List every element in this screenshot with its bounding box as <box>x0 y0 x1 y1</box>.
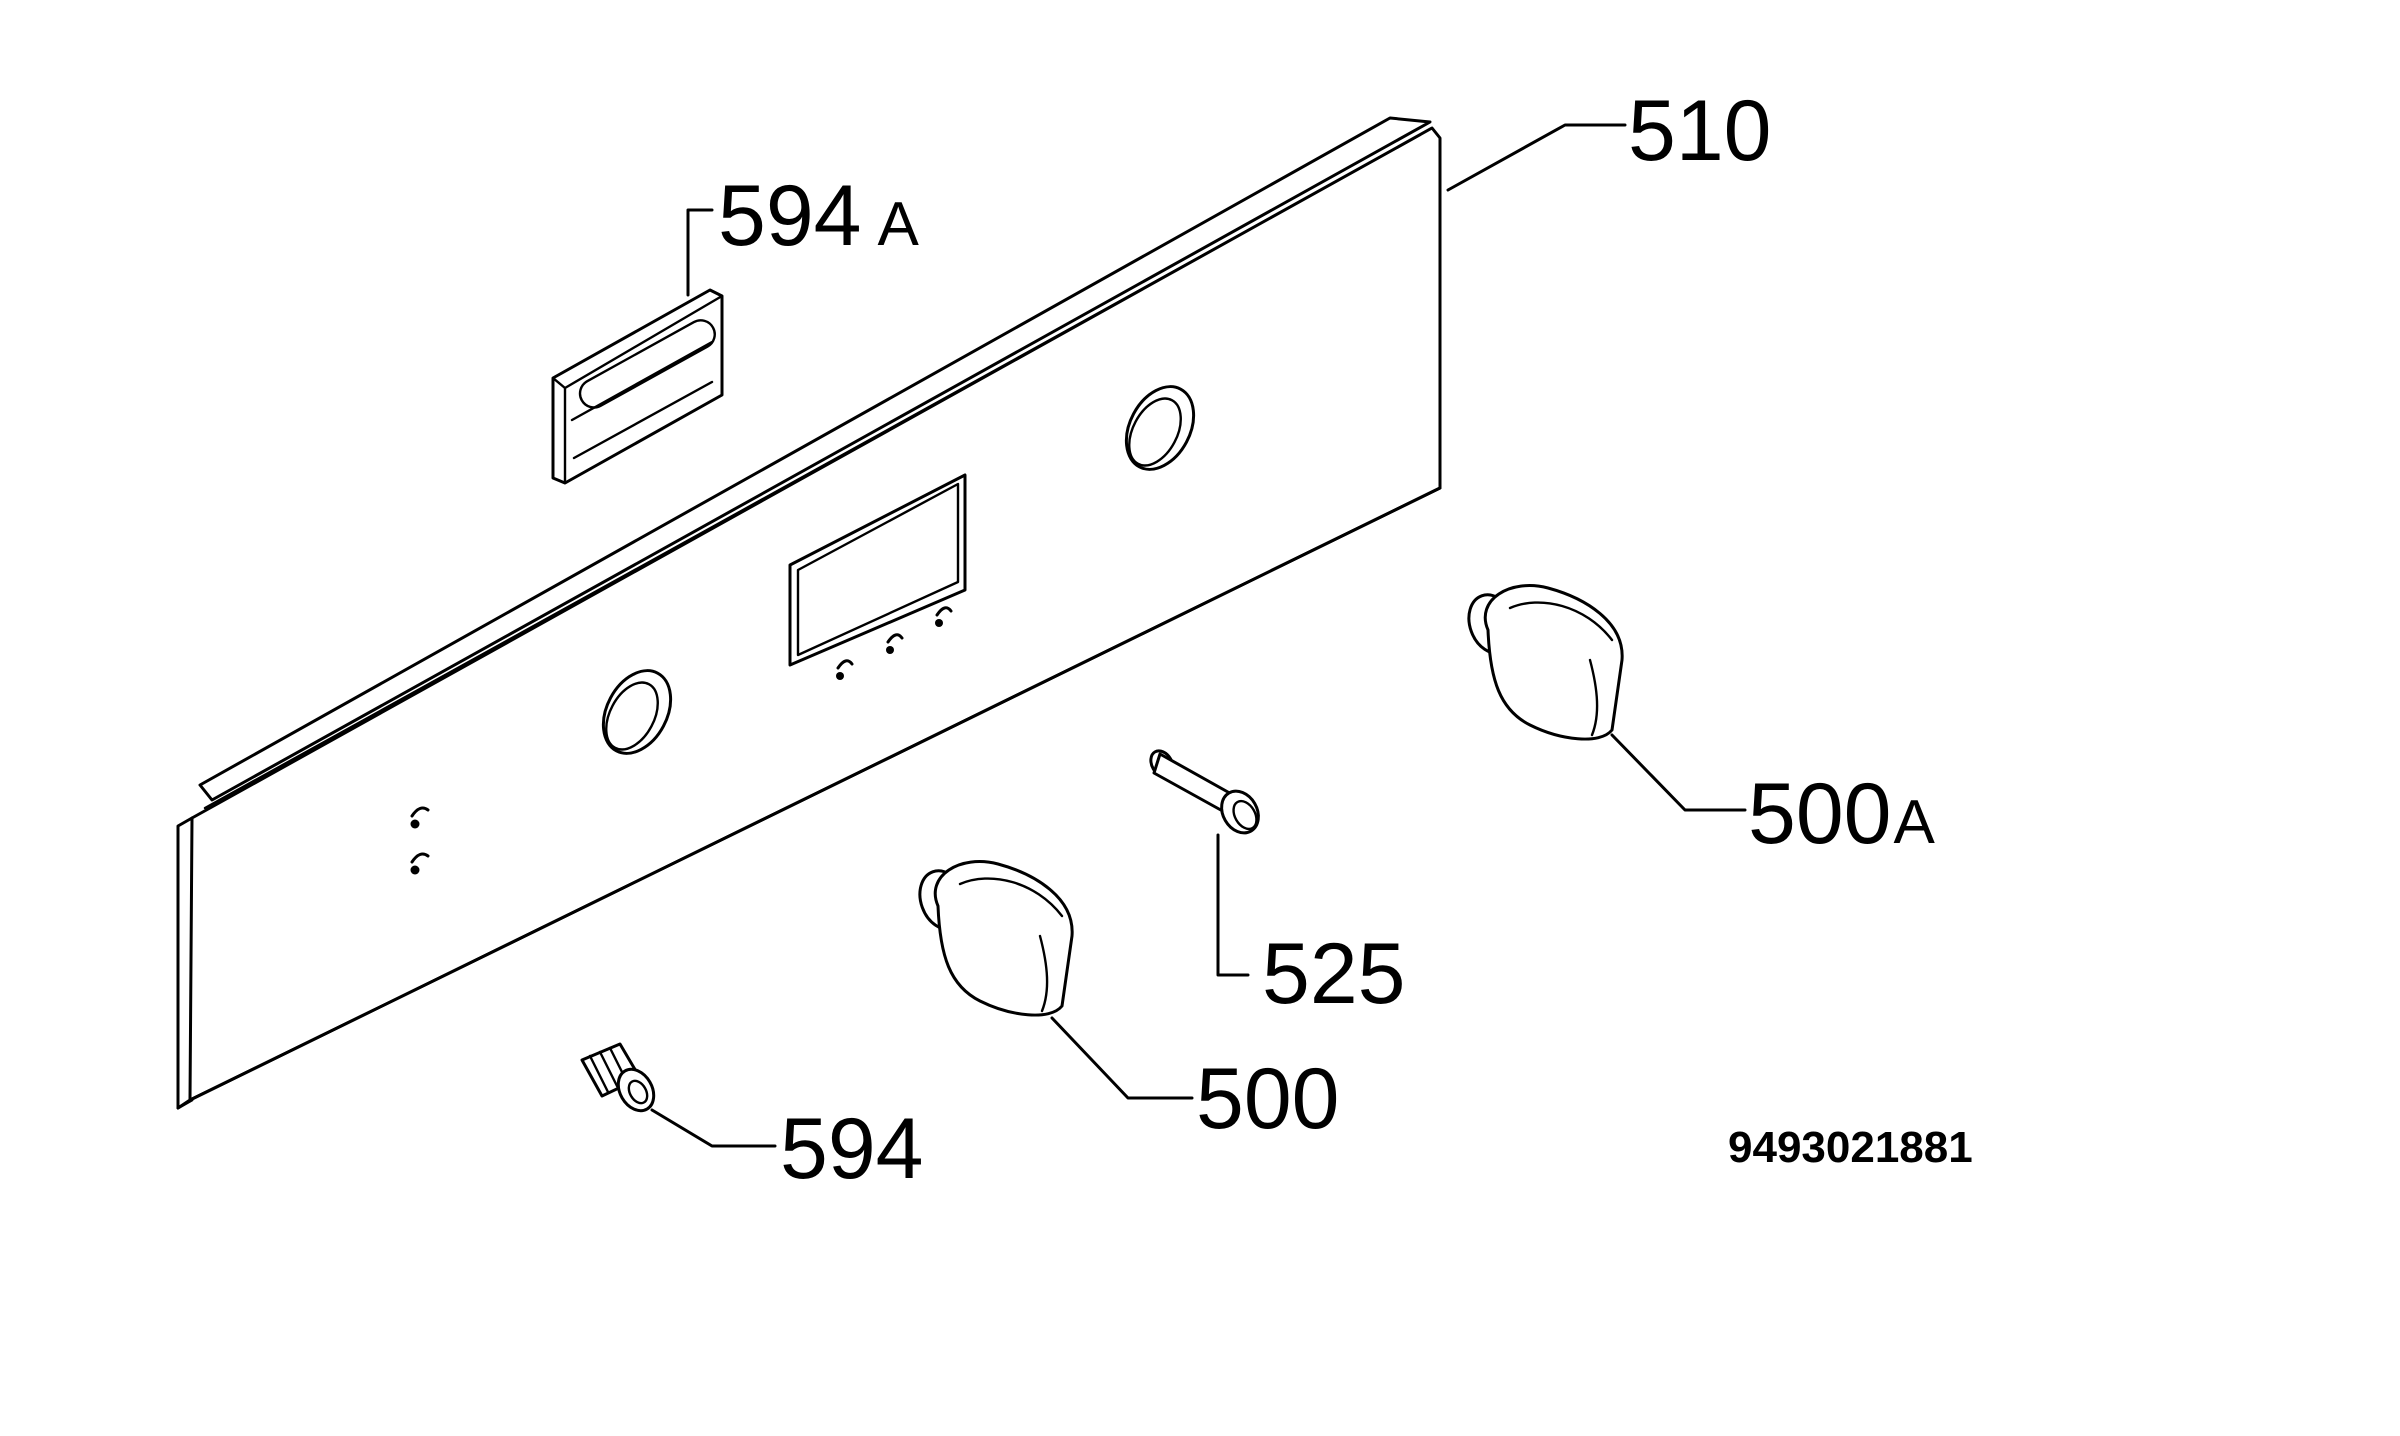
bracket-part-594A <box>551 288 724 485</box>
leader-line-594 <box>650 1108 777 1148</box>
callout-594: 594 <box>780 1101 924 1197</box>
knob-hole-right <box>1124 385 1196 471</box>
control-panel-part-510 <box>176 116 1442 1110</box>
leader-line-510 <box>1446 123 1627 192</box>
knob-part-500A <box>1467 584 1624 741</box>
leader-lines <box>650 123 1747 1148</box>
button-holes <box>836 606 953 680</box>
screw-part-594 <box>580 1042 656 1113</box>
screw-holes <box>410 806 430 875</box>
callout-500: 500 <box>1196 1051 1340 1147</box>
callout-525: 525 <box>1262 926 1406 1022</box>
knob-hole-left <box>601 669 673 755</box>
knob-part-500 <box>918 860 1074 1017</box>
leader-line-500 <box>1050 1016 1194 1100</box>
leader-line-525 <box>1216 833 1250 977</box>
document-code: 9493021881 <box>1728 1123 1973 1172</box>
display-window <box>788 473 967 667</box>
callout-510: 510 <box>1628 83 1772 179</box>
leader-line-500A <box>1610 733 1747 812</box>
callout-500A: 500A <box>1748 766 1936 862</box>
pin-part-525 <box>1149 749 1260 835</box>
leader-line-594A <box>686 208 714 297</box>
